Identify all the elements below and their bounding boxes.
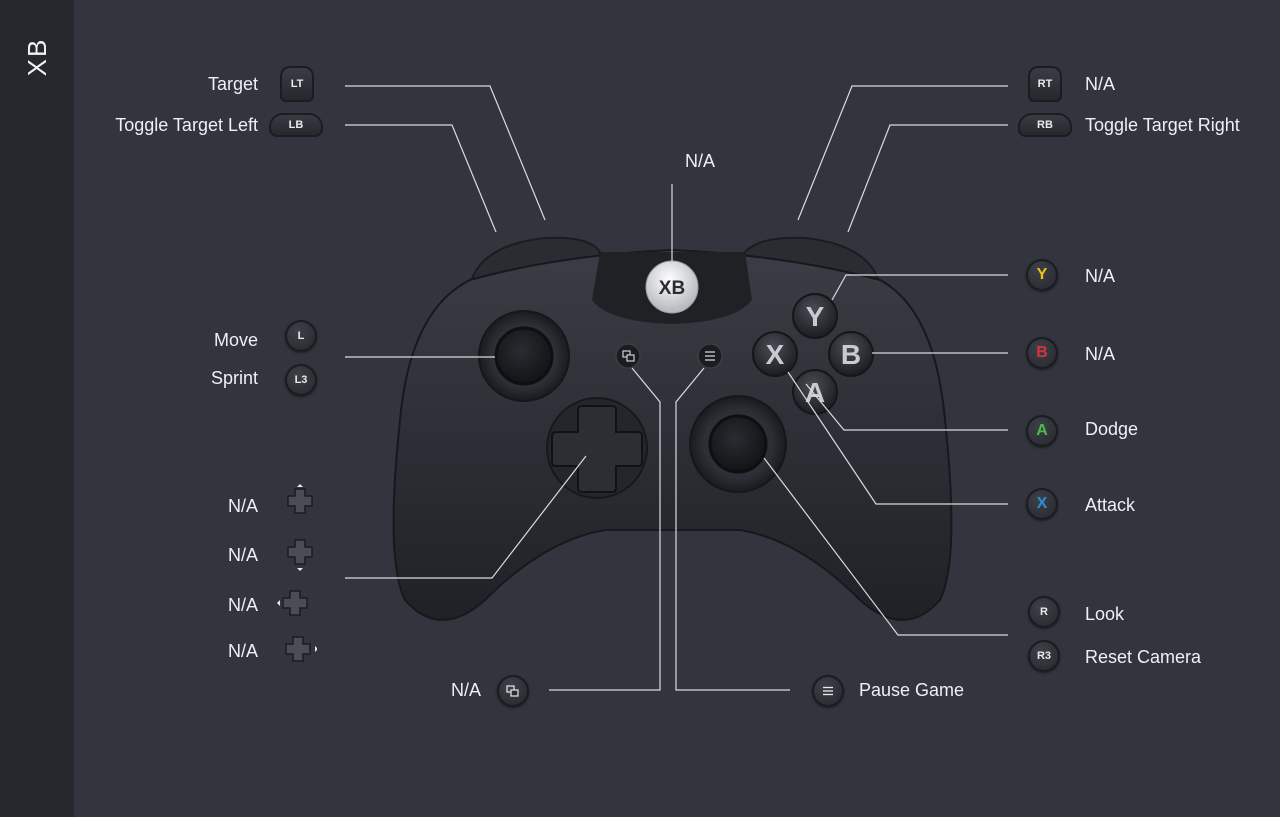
sidebar: XB [0, 0, 74, 817]
face-button-y [792, 293, 838, 339]
rt-action-label: N/A [1085, 74, 1116, 94]
svg-text:Y: Y [806, 301, 825, 332]
dpad-right-icon [285, 636, 317, 662]
rb-glyph: RB [1018, 113, 1072, 137]
l-action-label: Move [213, 330, 258, 350]
a-action-label: Dodge [1085, 419, 1139, 439]
lt-action-label: Target [207, 74, 258, 94]
face-button-b [828, 331, 874, 377]
svg-text:B: B [841, 339, 861, 370]
guide-action-label: N/A [685, 151, 716, 171]
dpad-left-icon [277, 590, 308, 616]
menu-icon [812, 675, 844, 707]
dpad-up-action-label: N/A [227, 496, 258, 516]
dpad-right-action-label: N/A [227, 641, 258, 661]
lt-glyph: LT [280, 66, 314, 102]
rt-glyph: RT [1028, 66, 1062, 102]
lb-action-label: Toggle Target Left [115, 115, 258, 135]
r3-action-label: Reset Camera [1085, 647, 1202, 667]
menu-action-label: Pause Game [859, 680, 965, 700]
r-action-label: Look [1085, 604, 1125, 624]
view-icon [497, 675, 529, 707]
dpad-down-icon [287, 539, 313, 571]
x-action-label: Attack [1085, 495, 1136, 515]
y-action-label: N/A [1085, 266, 1116, 286]
r3-glyph: R3 [1028, 640, 1060, 672]
lb-glyph: LB [269, 113, 323, 137]
dpad-down-action-label: N/A [227, 545, 258, 565]
rb-action-label: Toggle Target Right [1085, 115, 1240, 135]
l3-glyph: L3 [285, 364, 317, 396]
dpad-up-icon [287, 484, 313, 514]
right-stick [708, 414, 768, 474]
left-stick [494, 326, 554, 386]
dpad [551, 405, 643, 493]
a-glyph: A [1026, 415, 1058, 447]
l-glyph: L [285, 320, 317, 352]
b-glyph: B [1026, 337, 1058, 369]
face-button-x [752, 331, 798, 377]
y-glyph: Y [1026, 259, 1058, 291]
b-action-label: N/A [1085, 344, 1116, 364]
dpad-left-action-label: N/A [227, 595, 258, 615]
guide-button-label: XB [659, 278, 685, 299]
face-button-a [792, 369, 838, 415]
l3-action-label: Sprint [210, 368, 258, 388]
x-glyph: X [1026, 488, 1058, 520]
r-glyph: R [1028, 596, 1060, 628]
view-action-label: N/A [450, 680, 481, 700]
svg-text:X: X [766, 339, 785, 370]
